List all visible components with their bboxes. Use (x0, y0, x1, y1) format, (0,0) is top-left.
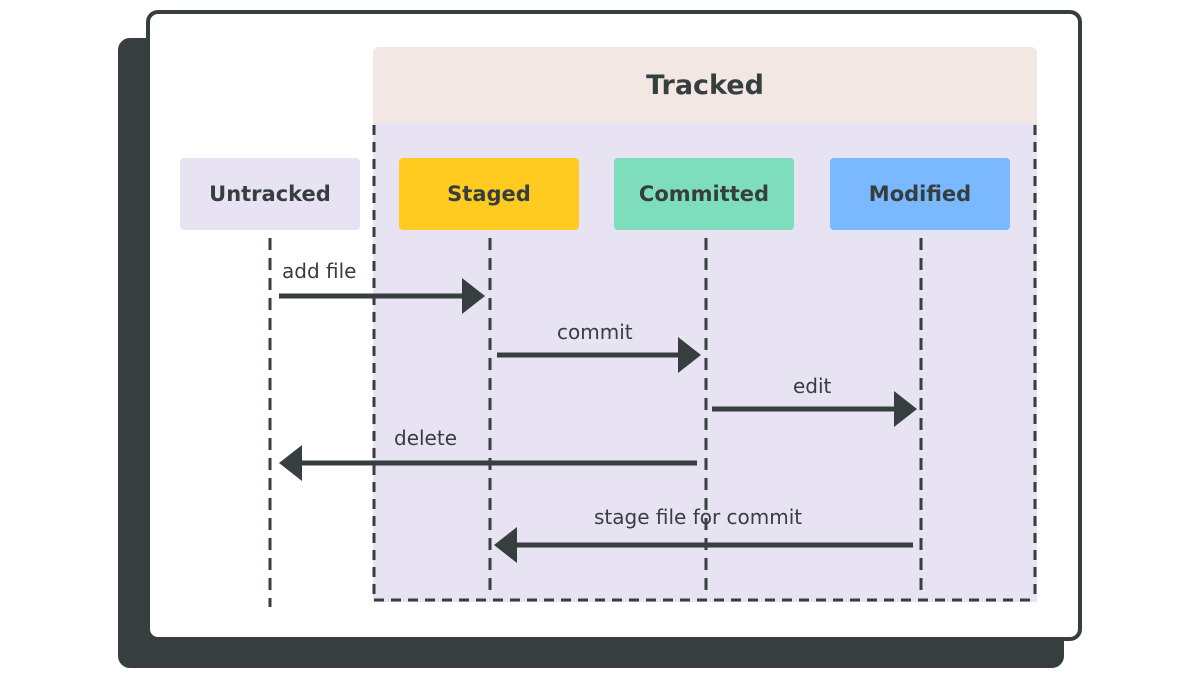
tracked-header: Tracked (373, 47, 1037, 123)
state-staged-label: Staged (447, 182, 531, 206)
label-delete: delete (394, 426, 458, 450)
state-committed-label: Committed (638, 182, 770, 206)
label-add-file: add file (282, 259, 357, 283)
label-commit: commit (557, 320, 633, 344)
arrow-add-file (279, 278, 485, 314)
state-committed: Committed (614, 158, 794, 230)
label-stage-file: stage file for commit (594, 505, 803, 529)
state-modified-label: Modified (868, 182, 972, 206)
state-untracked: Untracked (180, 158, 360, 230)
state-untracked-label: Untracked (209, 182, 331, 206)
arrow-edit (712, 391, 917, 427)
arrow-stage-file (494, 527, 913, 563)
state-staged: Staged (399, 158, 579, 230)
arrow-delete (279, 445, 697, 481)
arrow-commit (497, 337, 701, 373)
state-modified: Modified (830, 158, 1010, 230)
label-edit: edit (793, 374, 832, 398)
tracked-title: Tracked (646, 69, 764, 101)
